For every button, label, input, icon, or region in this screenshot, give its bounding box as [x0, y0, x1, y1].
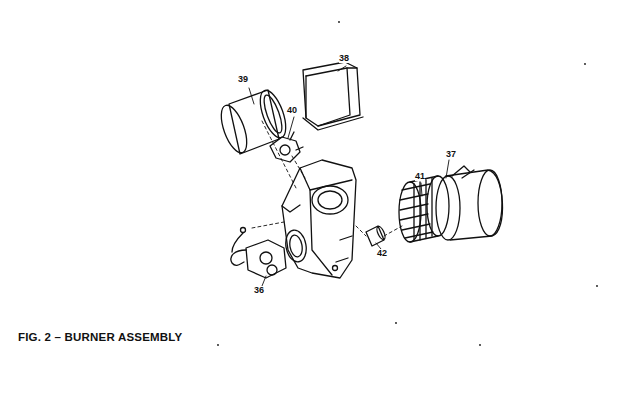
sleeve-part	[216, 87, 291, 156]
burner-housing	[282, 160, 356, 278]
blower-wheel	[399, 176, 449, 242]
cover-box	[303, 62, 363, 130]
figure-caption: FIG. 2 – BURNER ASSEMBLY	[18, 332, 182, 344]
leader-lines	[249, 66, 449, 286]
callout-number: 42	[377, 249, 387, 258]
assembly-lines	[252, 121, 402, 236]
callout-number: 38	[339, 54, 349, 63]
pump-part	[231, 228, 286, 279]
callout-number: 41	[415, 172, 425, 181]
callout-number: 40	[287, 106, 297, 115]
electrode-part	[270, 132, 303, 162]
callout-number: 39	[238, 75, 248, 84]
callout-number: 36	[254, 286, 264, 295]
callout-number: 37	[446, 150, 456, 159]
